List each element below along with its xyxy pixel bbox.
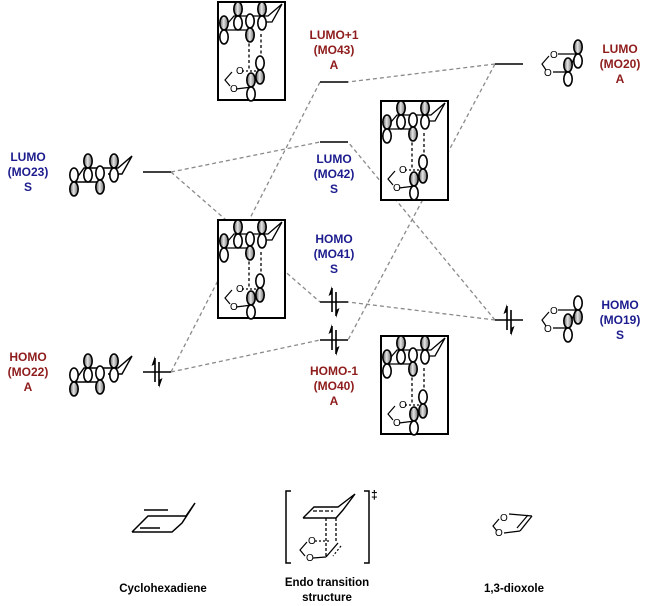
orbital-box-mo41 (217, 219, 286, 319)
svg-text:‡: ‡ (371, 488, 378, 502)
caption-dioxole-text: 1,3-dioxole (483, 583, 545, 595)
cyclohexadiene-structure (131, 502, 196, 533)
label-mo42: LUMO (MO42) S (299, 152, 369, 197)
label-mo40: HOMO-1 (MO40) A (299, 364, 369, 409)
svg-text:O: O (495, 528, 503, 539)
label-mo20-symmetry: A (615, 72, 625, 86)
label-mo22-symmetry: A (23, 380, 33, 394)
orbital-box-mo40 (380, 335, 449, 435)
label-mo43: LUMO+1 (MO43) A (299, 28, 369, 73)
label-mo42-role: LUMO (316, 152, 352, 166)
label-mo22-id: (MO22) (7, 365, 49, 379)
energy-levels (143, 63, 523, 373)
label-mo22: HOMO (MO22) A (0, 350, 63, 395)
correlation-mo19-mo41 (347, 301, 496, 321)
label-mo23-id: (MO23) (7, 165, 49, 179)
correlation-mo20-mo43 (347, 63, 496, 83)
label-mo43-role: LUMO+1 (309, 28, 359, 42)
label-mo40-role: HOMO-1 (310, 364, 358, 378)
label-mo23-role: LUMO (10, 150, 46, 164)
transition-structure: O O ‡ (285, 488, 378, 564)
correlation-mo23-mo42 (170, 141, 321, 173)
label-mo19: HOMO (MO19) S (585, 298, 648, 343)
label-mo42-id: (MO42) (313, 167, 355, 181)
label-mo41-role: HOMO (315, 232, 353, 246)
caption-cyclohexadiene-text: Cyclohexadiene (119, 583, 207, 595)
label-mo19-role: HOMO (601, 298, 639, 312)
label-mo22-role: HOMO (9, 350, 47, 364)
correlation-mo22-mo40 (170, 339, 321, 373)
label-mo41-id: (MO41) (313, 247, 355, 261)
label-mo23-symmetry: S (23, 180, 32, 194)
caption-dioxole: 1,3-dioxole (449, 582, 579, 597)
caption-transition-structure: Endo transition structure (262, 576, 392, 606)
orbital-box-mo42 (380, 100, 449, 201)
svg-text:O: O (500, 513, 508, 524)
label-mo20-id: (MO20) (599, 57, 641, 71)
label-mo40-id: (MO40) (313, 379, 355, 393)
correlation-mo19-mo42 (347, 141, 496, 321)
label-mo43-symmetry: A (329, 58, 339, 72)
orbital-picture-mo19 (541, 295, 584, 343)
caption-ts-line2: structure (302, 592, 352, 604)
label-mo23: LUMO (MO23) S (0, 150, 63, 195)
orbital-picture-mo23 (70, 154, 132, 196)
label-mo20-role: LUMO (602, 42, 638, 56)
dioxole-structure: O O (492, 513, 533, 539)
correlation-mo20-mo40 (347, 63, 496, 341)
orbital-picture-mo20 (541, 39, 584, 87)
label-mo42-symmetry: S (329, 182, 338, 196)
label-mo41: HOMO (MO41) S (299, 232, 369, 277)
caption-cyclohexadiene: Cyclohexadiene (98, 582, 228, 597)
caption-ts-line1: Endo transition (284, 577, 370, 589)
orbital-picture-mo22 (70, 354, 132, 396)
label-mo43-id: (MO43) (313, 43, 355, 57)
label-mo19-id: (MO19) (599, 313, 641, 327)
svg-text:O: O (306, 553, 314, 564)
orbital-box-mo43 (217, 1, 286, 101)
label-mo19-symmetry: S (615, 328, 624, 342)
label-mo41-symmetry: S (329, 262, 338, 276)
svg-text:O: O (308, 536, 316, 547)
label-mo40-symmetry: A (329, 394, 339, 408)
label-mo20: LUMO (MO20) A (585, 42, 648, 87)
